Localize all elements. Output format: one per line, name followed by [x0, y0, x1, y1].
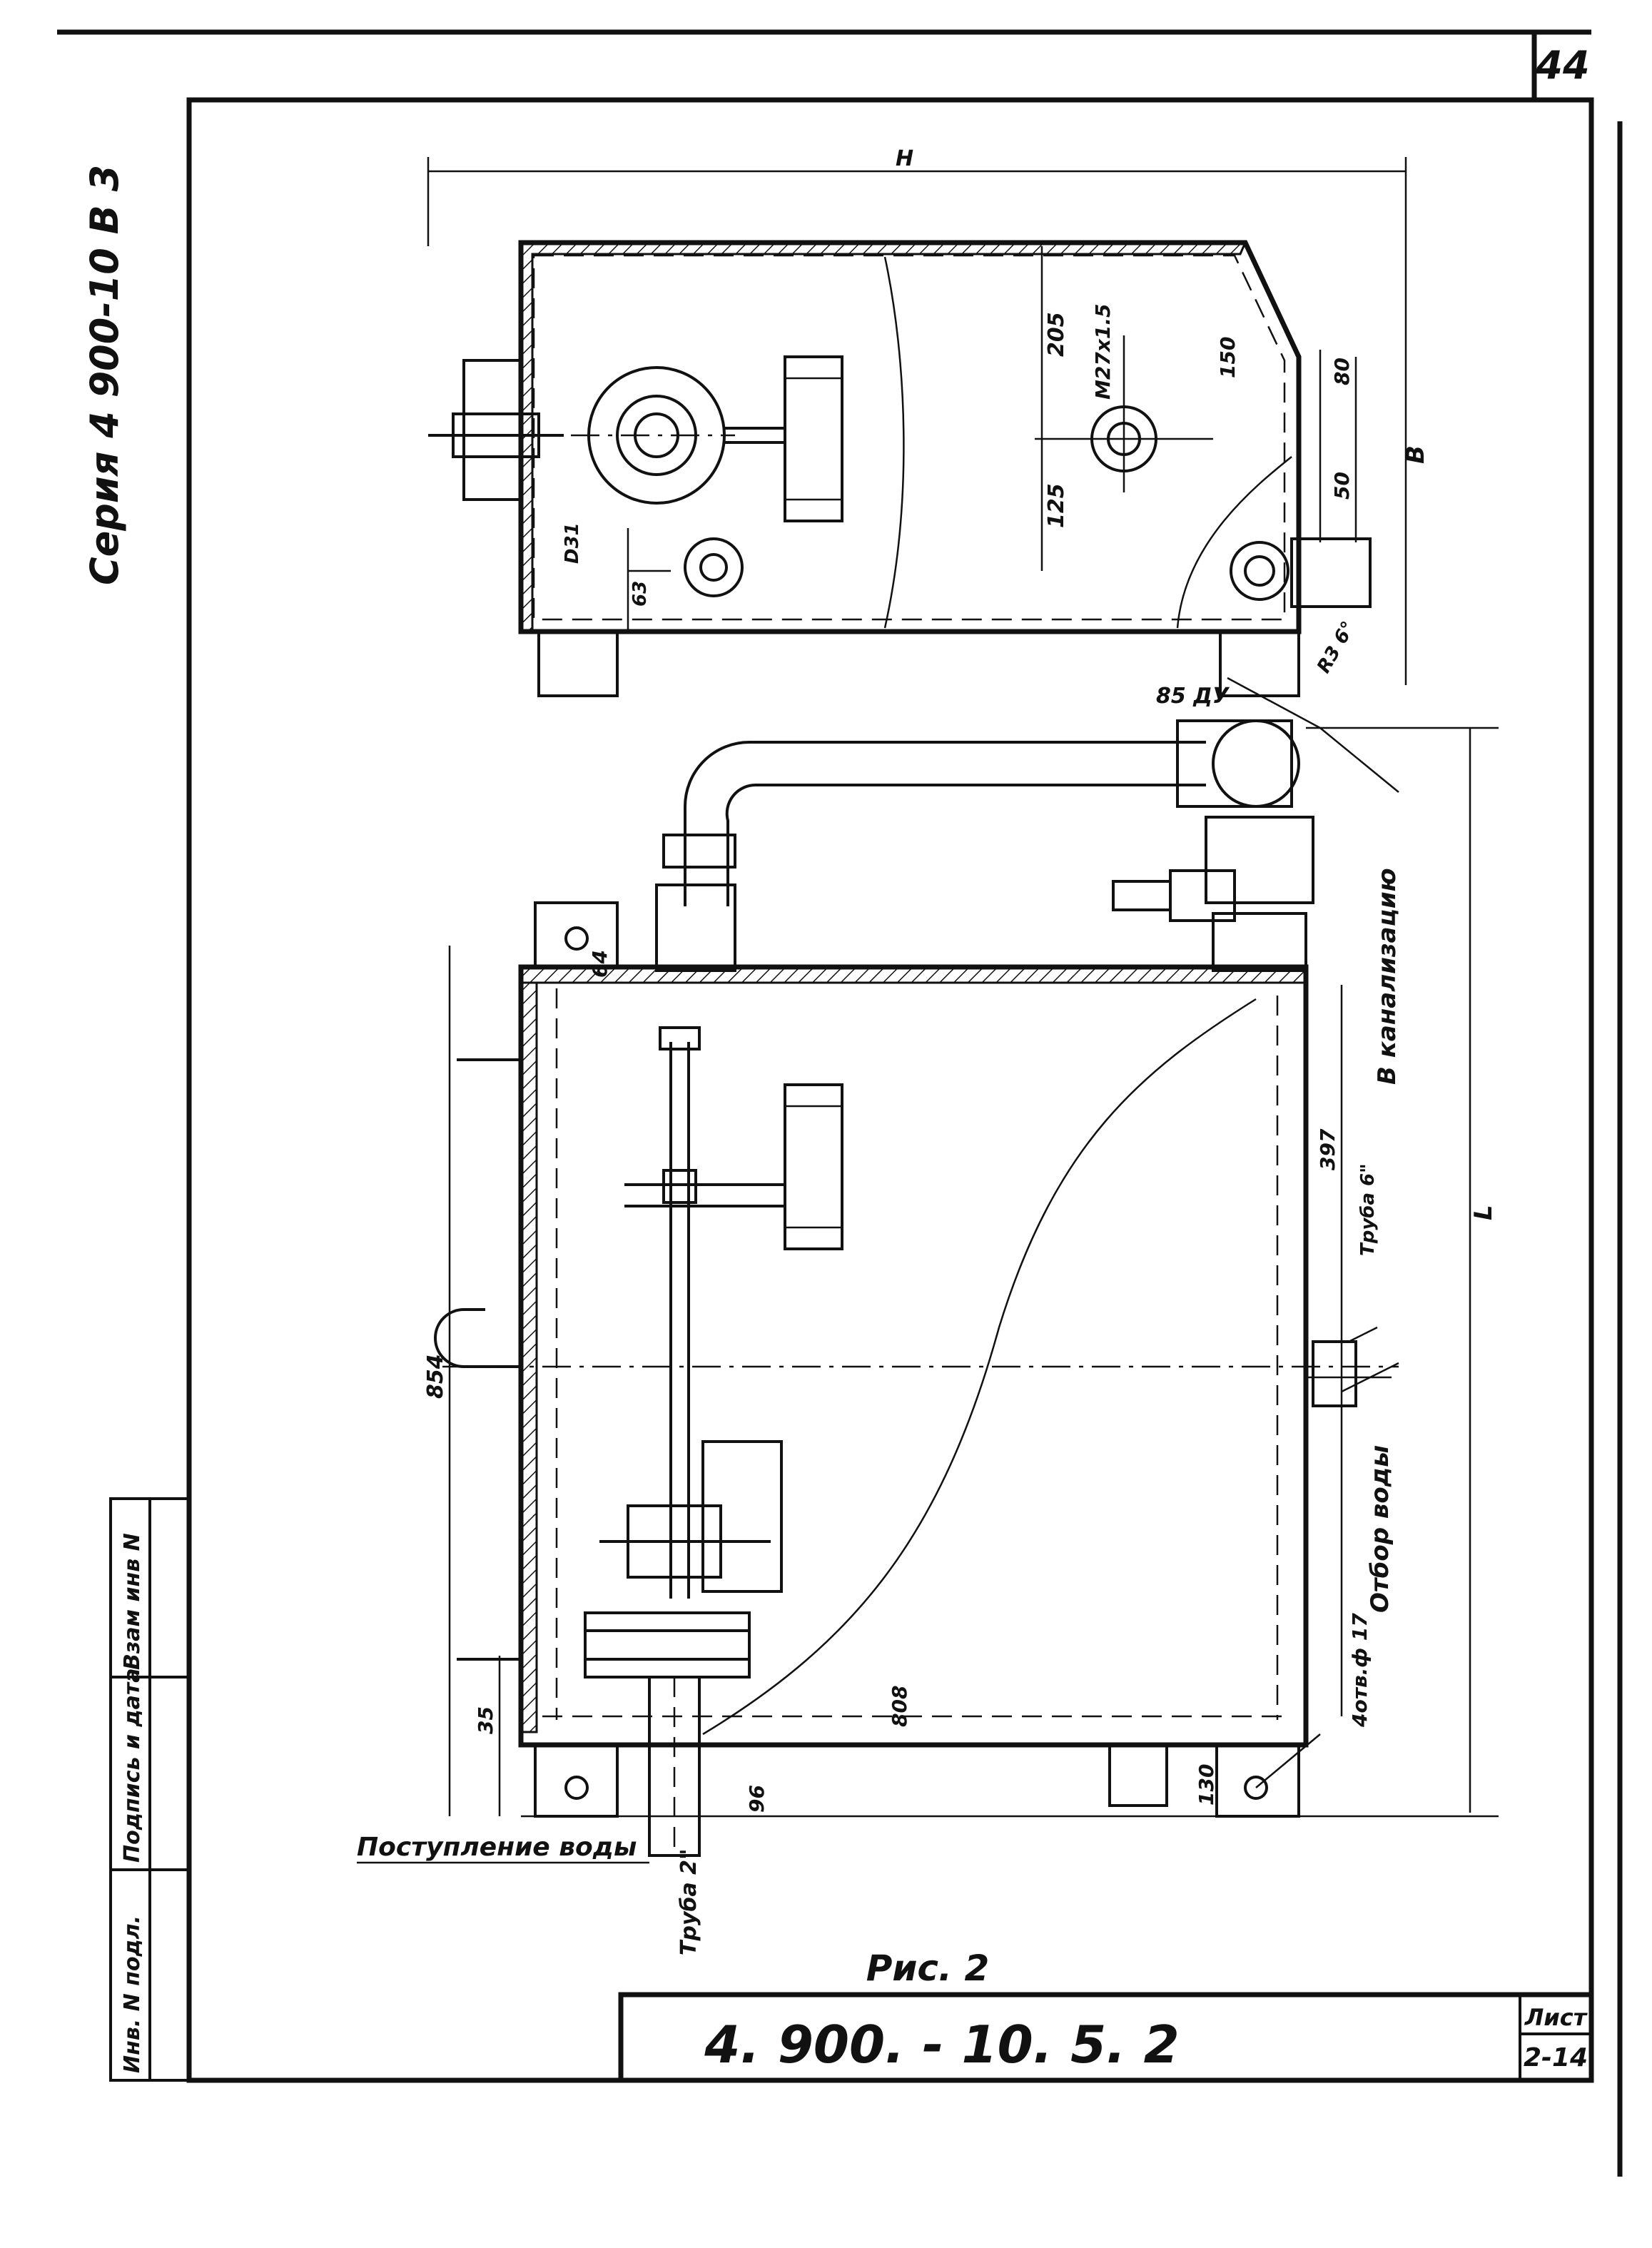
dim-808: 808	[888, 1686, 911, 1727]
dim-96: 96	[745, 1785, 769, 1813]
dim-854: 854	[423, 1354, 448, 1399]
label-holes: 4отв.ф 17	[1348, 1613, 1372, 1728]
dim-63: 63	[629, 581, 651, 607]
label-sewer: В канализацию	[1373, 868, 1402, 1085]
dim-50: 50	[1330, 472, 1354, 500]
dim-150: 150	[1216, 337, 1240, 378]
dim-d3: D31	[562, 522, 583, 564]
page-number: 44	[1535, 43, 1589, 88]
dim-130: 130	[1195, 1764, 1218, 1806]
sheet-frame	[57, 29, 1623, 2177]
label-pipe-inlet: Труба 2"	[676, 1848, 701, 1955]
sheet-header: Лист	[1524, 2004, 1588, 2031]
front-view	[357, 677, 1499, 1864]
sheet-number: 2-14	[1524, 2043, 1588, 2072]
dim-r: R3 6°	[1313, 618, 1359, 677]
title-block	[618, 1992, 1594, 2083]
dim-overall-width: Н	[896, 146, 913, 171]
dim-205: 205	[1044, 312, 1069, 357]
label-pipe-sewer: Труба 6"	[1357, 1163, 1379, 1256]
dim-125: 125	[1044, 483, 1069, 528]
document-code: 4. 900. - 10. 5. 2	[704, 2015, 1179, 2075]
label-water-draw: Отбор воды	[1366, 1445, 1394, 1613]
dim-85: 85 ДУ	[1156, 684, 1230, 709]
figure-caption: Рис. 2	[866, 1948, 990, 1989]
series-label: Серия 4 900-10 В 3	[82, 165, 127, 585]
dim-80: 80	[1330, 358, 1354, 385]
top-view	[427, 157, 1407, 697]
stamp-cell-inv: Инв. N подл.	[120, 1915, 145, 2073]
stamp-cell-signature: Подпись и дата	[120, 1669, 145, 1863]
stamp-cell-replace: Взам инв N	[120, 1533, 145, 1670]
dim-64: 64	[588, 950, 612, 978]
dim-397: 397	[1316, 1128, 1339, 1170]
dim-L: L	[1469, 1205, 1498, 1220]
dim-35: 35	[474, 1706, 497, 1734]
side-stamp: Инв. N подл. Подпись и дата Взам инв N	[109, 1497, 191, 2082]
dim-m27: М27х1.5	[1091, 304, 1115, 400]
label-water-inlet: Поступление воды	[357, 1833, 637, 1862]
dim-height: В	[1402, 445, 1430, 464]
